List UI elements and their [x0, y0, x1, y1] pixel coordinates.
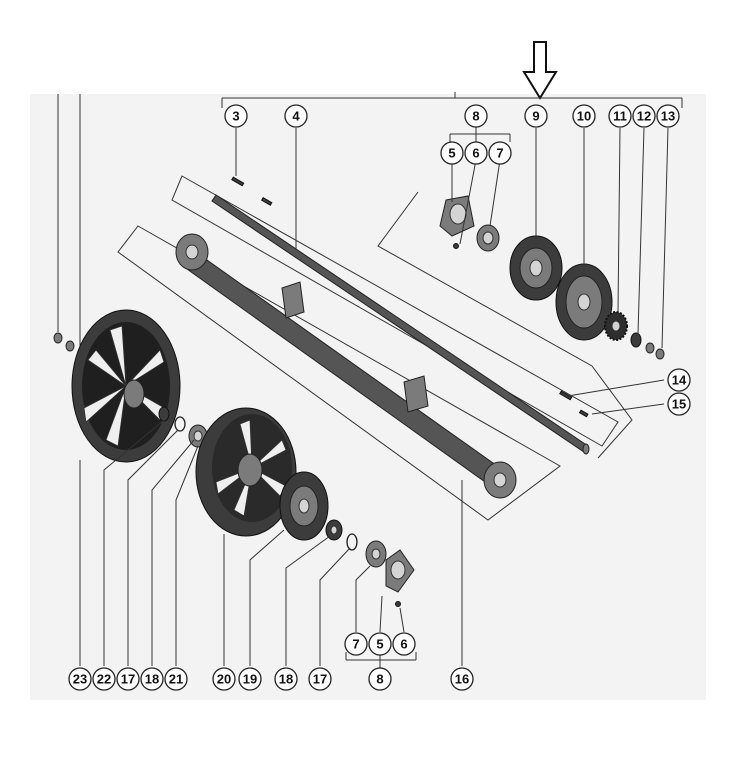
group-8-bottom-bracket: [345, 652, 417, 668]
key: [578, 409, 589, 418]
callout-17: 17: [308, 667, 332, 691]
large-wheel: [71, 309, 181, 463]
callout-7-top: 7: [488, 141, 512, 165]
group-8-top-bracket: [449, 126, 511, 142]
callout-23: 23: [68, 667, 92, 691]
svg-text:6: 6: [472, 146, 479, 161]
callout-19: 19: [238, 667, 262, 691]
nut: [53, 332, 63, 344]
svg-text:17: 17: [313, 672, 327, 687]
callout-15: 15: [667, 392, 691, 416]
nut: [65, 340, 75, 352]
washer: [630, 332, 642, 348]
svg-text:19: 19: [243, 672, 257, 687]
svg-text:21: 21: [169, 672, 183, 687]
grease-nipple: [395, 601, 401, 607]
nut: [645, 342, 655, 354]
top-leaders: [235, 127, 669, 349]
bearing-housing: [439, 195, 475, 237]
svg-text:20: 20: [217, 672, 231, 687]
svg-text:22: 22: [97, 672, 111, 687]
callout-22: 22: [92, 667, 116, 691]
callout-20: 20: [212, 667, 236, 691]
circlip: [174, 416, 186, 432]
pulley-wheel: [195, 407, 297, 537]
key: [260, 196, 273, 206]
svg-text:15: 15: [672, 397, 686, 412]
bottom-left-leaders: [79, 419, 199, 666]
svg-text:6: 6: [400, 637, 407, 652]
bearing-housing: [385, 549, 415, 593]
axle-tube: [175, 233, 517, 499]
down-arrow-icon: [522, 41, 558, 100]
svg-text:8: 8: [472, 109, 479, 124]
bearing: [476, 224, 500, 252]
right-leaders: [567, 379, 665, 415]
callout-3: 3: [224, 104, 248, 128]
callout-17-left: 17: [116, 667, 140, 691]
wheel-hub: [279, 471, 329, 541]
nut: [655, 348, 665, 360]
callout-6-top: 6: [464, 141, 488, 165]
bearing: [365, 540, 387, 568]
left-leaders: [57, 94, 81, 348]
bottom-middle-leaders: [223, 529, 351, 666]
svg-text:7: 7: [352, 637, 359, 652]
axle-shaft: [211, 194, 590, 455]
svg-text:23: 23: [73, 672, 87, 687]
svg-text:12: 12: [637, 109, 651, 124]
upper-shaft-frame: [171, 175, 619, 447]
svg-text:3: 3: [232, 109, 239, 124]
callout-7-bottom: 7: [344, 632, 368, 656]
washer: [158, 406, 170, 422]
svg-text:7: 7: [496, 146, 503, 161]
svg-text:11: 11: [613, 109, 627, 124]
svg-text:4: 4: [292, 109, 300, 124]
svg-text:18: 18: [279, 672, 293, 687]
callout-6-bottom: 6: [392, 632, 416, 656]
callout-4: 4: [284, 104, 308, 128]
callout-13: 13: [656, 104, 680, 128]
key: [559, 390, 573, 401]
hub-frame: [377, 191, 633, 459]
svg-text:8: 8: [376, 672, 383, 687]
callout-10: 10: [572, 104, 596, 128]
bearing: [325, 519, 343, 541]
callout-8-top: 8: [464, 104, 488, 128]
top-bracket: [221, 92, 683, 108]
callout-16: 16: [450, 667, 474, 691]
wheel-hub: [509, 235, 563, 301]
callout-8-bottom: 8: [368, 667, 392, 691]
callout-21: 21: [164, 667, 188, 691]
key: [231, 176, 245, 187]
callout-18: 18: [274, 667, 298, 691]
callout-5-top: 5: [440, 141, 464, 165]
svg-text:10: 10: [577, 109, 591, 124]
callout-5-bottom: 5: [368, 632, 392, 656]
callout-18-left: 18: [140, 667, 164, 691]
svg-text:5: 5: [448, 146, 455, 161]
svg-text:9: 9: [532, 109, 539, 124]
callout-12: 12: [632, 104, 656, 128]
callout-14: 14: [667, 368, 691, 392]
svg-text:17: 17: [121, 672, 135, 687]
sprocket: [604, 311, 628, 341]
callout-11: 11: [608, 104, 632, 128]
svg-text:14: 14: [672, 373, 687, 388]
svg-text:13: 13: [661, 109, 675, 124]
svg-text:18: 18: [145, 672, 159, 687]
bottom-group-leaders: [355, 565, 405, 633]
svg-text:16: 16: [455, 672, 469, 687]
callout-9: 9: [524, 104, 548, 128]
drive-wheel: [555, 263, 613, 341]
circlip: [346, 533, 358, 551]
grease-nipple: [453, 243, 459, 249]
svg-text:5: 5: [376, 637, 383, 652]
